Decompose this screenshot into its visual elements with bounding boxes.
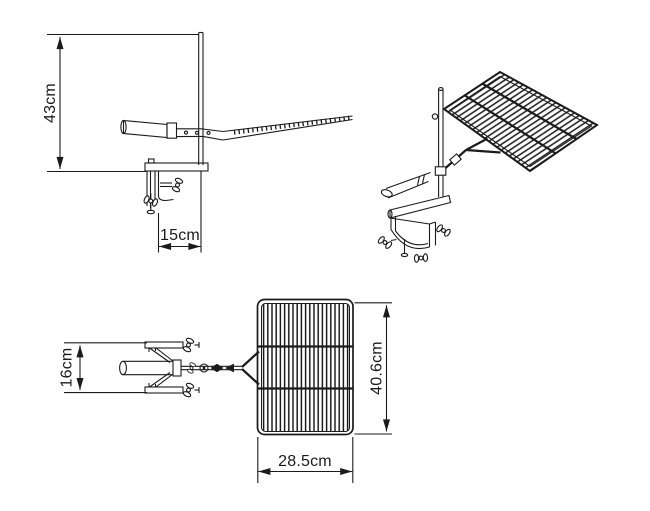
clamp-jaws-top [144,336,200,399]
dim-label-16cm: 16cm [59,348,76,388]
mount-pole [198,31,204,165]
fork-3d [434,137,501,176]
perspective-view [375,70,599,268]
wing-nut [375,234,395,251]
table-clamp-side [142,158,209,215]
mount-pole-3d [431,87,444,197]
grill-grate-3d [442,70,599,173]
wing-nut [182,381,195,399]
wing-nut [434,222,453,239]
dim-label-28-5cm: 28.5cm [278,453,332,470]
grill-grate-top [256,298,354,436]
table-clamp-3d [375,194,453,268]
handle-top [119,359,182,377]
top-view: 16cm 40.6cm 28.5cm [59,298,392,483]
handle-3d [380,171,431,199]
side-view: 43cm [42,31,353,253]
dim-label-15cm: 15cm [160,227,200,244]
dimension-28-5cm: 28.5cm [257,437,354,483]
dimension-43cm: 43cm [42,33,199,173]
wing-nut [171,176,184,194]
fork-top [241,350,260,386]
dim-label-40-6cm: 40.6cm [369,341,386,395]
dimension-40-6cm: 40.6cm [354,302,392,435]
wing-nut [182,336,195,354]
dimension-16cm: 16cm [59,342,147,394]
dimension-15cm: 15cm [157,171,202,253]
wing-nut [410,248,432,268]
wing-nut [186,361,197,375]
dim-label-43cm: 43cm [42,83,59,123]
handle-side [120,119,211,139]
grate-edge-side [202,115,353,141]
shaft-top [181,361,242,375]
